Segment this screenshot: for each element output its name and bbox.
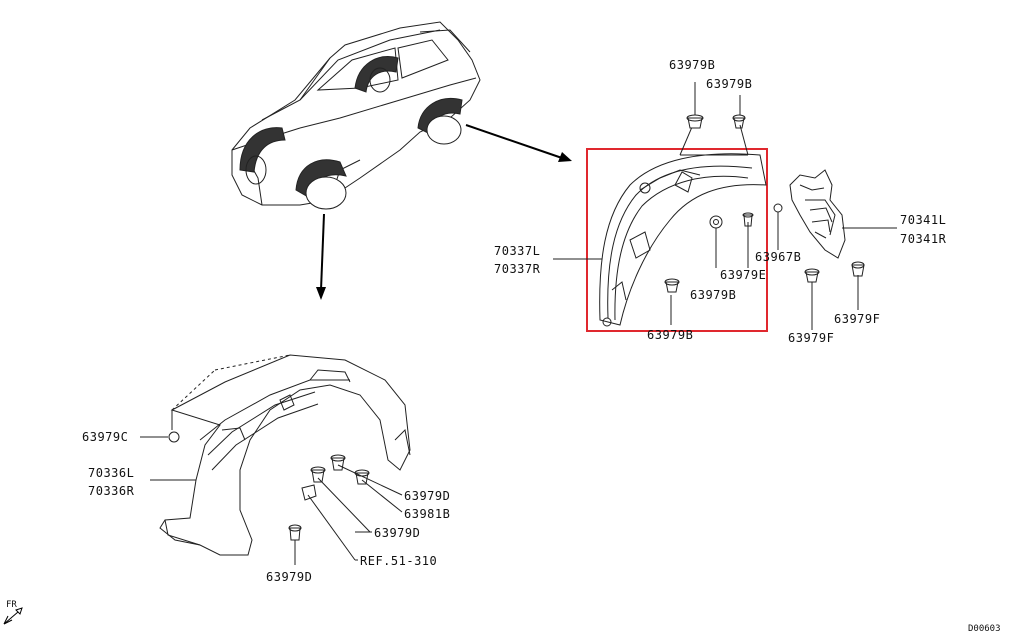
- part-label-70336L[interactable]: 70336L: [88, 466, 135, 480]
- part-label-63979D[interactable]: 63979D: [374, 526, 421, 540]
- part-label-63979B[interactable]: 63979B: [647, 328, 694, 342]
- part-label-63981B[interactable]: 63981B: [404, 507, 451, 521]
- part-label-70341L[interactable]: 70341L: [900, 213, 947, 227]
- part-label-63979B[interactable]: 63979B: [669, 58, 716, 72]
- part-label-70337R[interactable]: 70337R: [494, 262, 541, 276]
- part-label-70341R[interactable]: 70341R: [900, 232, 947, 246]
- part-label-63967B[interactable]: 63967B: [755, 250, 802, 264]
- part-label-63979C[interactable]: 63979C: [82, 430, 129, 444]
- car-overview-illustration: [231, 21, 481, 210]
- diagram-id: D00603: [968, 624, 1001, 634]
- fasteners-front: [288, 454, 370, 541]
- part-label-63979D[interactable]: 63979D: [404, 489, 451, 503]
- part-label-63979D[interactable]: 63979D: [266, 570, 313, 584]
- part-label-63979B[interactable]: 63979B: [706, 77, 753, 91]
- reference-label[interactable]: REF.51-310: [360, 554, 438, 568]
- leader-lines: [140, 82, 897, 565]
- splash-shield-70341: [773, 169, 865, 283]
- part-label-70337L[interactable]: 70337L: [494, 244, 541, 258]
- part-label-63979F[interactable]: 63979F: [834, 312, 881, 326]
- part-label-63979E[interactable]: 63979E: [720, 268, 767, 282]
- front-liner-70336: [159, 354, 411, 556]
- highlight-box: [586, 148, 768, 332]
- direction-arrows: [316, 124, 572, 300]
- rear-liner-70337: [599, 153, 767, 327]
- front-direction-label: FR: [6, 600, 17, 610]
- clip-63979B-top: [686, 114, 746, 129]
- front-direction-icon: [3, 607, 23, 625]
- part-label-63979F[interactable]: 63979F: [788, 331, 835, 345]
- part-label-63979B[interactable]: 63979B: [690, 288, 737, 302]
- part-label-70336R[interactable]: 70336R: [88, 484, 135, 498]
- fasteners-rear: [664, 212, 754, 293]
